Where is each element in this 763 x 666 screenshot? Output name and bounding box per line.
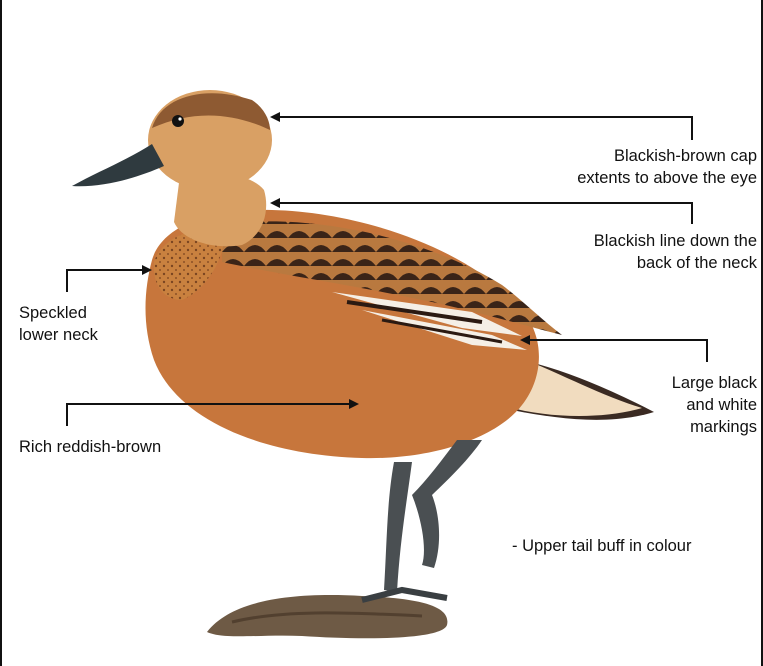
- label-markings: Large black and white markings: [672, 372, 757, 438]
- markings-leader: [522, 340, 707, 362]
- label-speckled: Speckled lower neck: [19, 302, 98, 346]
- cap-leader: [272, 117, 692, 140]
- duck-eye: [172, 115, 184, 127]
- label-reddish: Rich reddish-brown: [19, 436, 161, 458]
- label-neck-line: Blackish line down the back of the neck: [594, 230, 757, 274]
- label-tail: - Upper tail buff in colour: [512, 535, 691, 557]
- speckled-leader: [67, 270, 150, 292]
- duck-bill: [72, 144, 164, 186]
- duck-leg: [384, 462, 412, 592]
- label-cap: Blackish-brown cap extents to above the …: [577, 145, 757, 189]
